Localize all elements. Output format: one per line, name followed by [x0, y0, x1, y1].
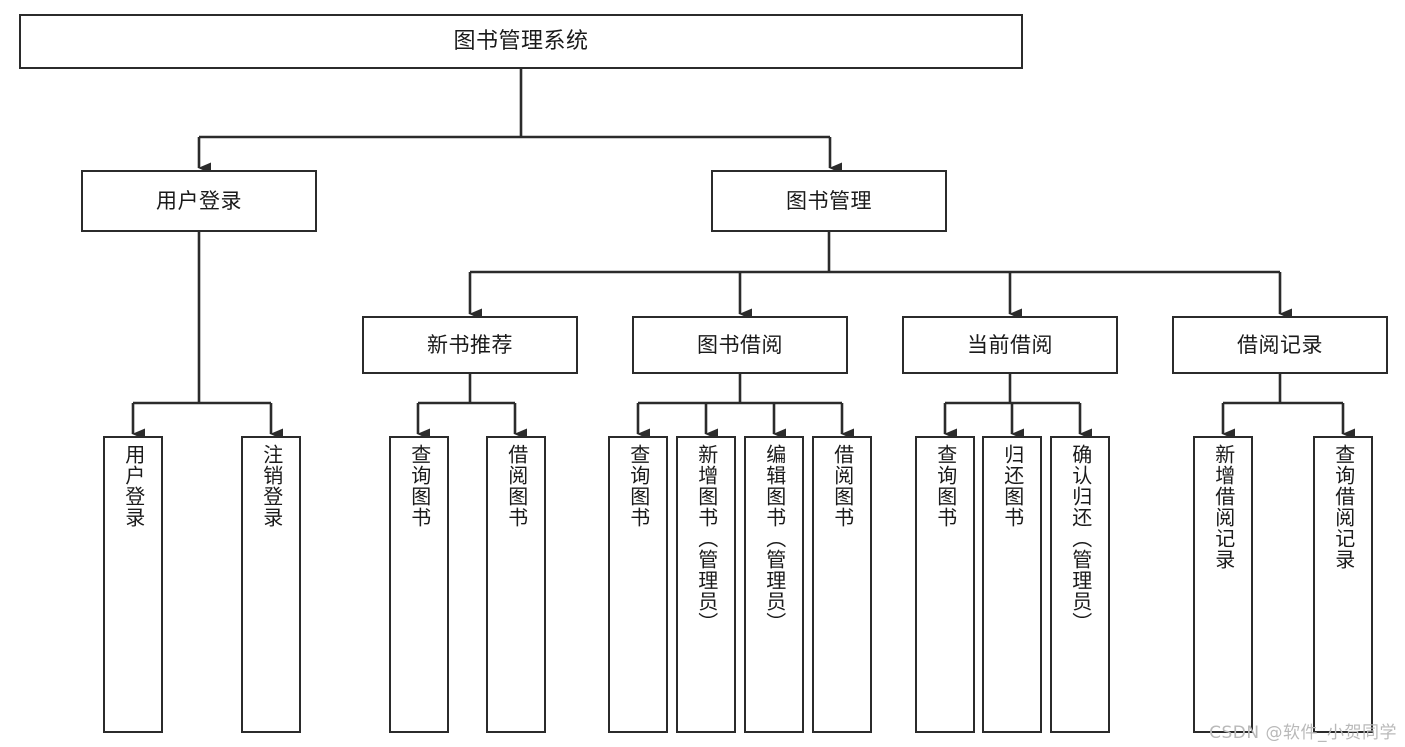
- node-book-management-label: 图书管理: [786, 188, 872, 213]
- leaf-confirm-return-admin-label: 确认归还（管理员）: [1068, 444, 1093, 633]
- node-book-borrow[interactable]: 图书借阅: [632, 316, 848, 374]
- leaf-logout-label: 注销登录: [259, 444, 284, 528]
- leaf-add-book-admin[interactable]: 新增图书（管理员）: [676, 436, 736, 733]
- leaf-logout[interactable]: 注销登录: [241, 436, 301, 733]
- leaf-confirm-return-admin[interactable]: 确认归还（管理员）: [1050, 436, 1110, 733]
- leaf-query-borrow-record[interactable]: 查询借阅记录: [1313, 436, 1373, 733]
- node-book-management[interactable]: 图书管理: [711, 170, 947, 232]
- leaf-add-borrow-record[interactable]: 新增借阅记录: [1193, 436, 1253, 733]
- leaf-query-borrow-record-label: 查询借阅记录: [1331, 444, 1356, 570]
- leaf-query-book-newbook-label: 查询图书: [407, 444, 432, 528]
- node-current-borrow[interactable]: 当前借阅: [902, 316, 1118, 374]
- node-new-book-recommend-label: 新书推荐: [427, 332, 513, 357]
- leaf-borrow-book-newbook[interactable]: 借阅图书: [486, 436, 546, 733]
- leaf-query-book-borrow-label: 查询图书: [626, 444, 651, 528]
- leaf-query-book-borrow[interactable]: 查询图书: [608, 436, 668, 733]
- leaf-borrow-book-label: 借阅图书: [830, 444, 855, 528]
- node-book-borrow-label: 图书借阅: [697, 332, 783, 357]
- leaf-user-login[interactable]: 用户登录: [103, 436, 163, 733]
- leaf-return-book[interactable]: 归还图书: [982, 436, 1042, 733]
- leaf-add-borrow-record-label: 新增借阅记录: [1211, 444, 1236, 570]
- leaf-edit-book-admin[interactable]: 编辑图书（管理员）: [744, 436, 804, 733]
- leaf-add-book-admin-label: 新增图书（管理员）: [694, 444, 719, 633]
- node-user-login[interactable]: 用户登录: [81, 170, 317, 232]
- leaf-query-book-newbook[interactable]: 查询图书: [389, 436, 449, 733]
- leaf-query-book-current-label: 查询图书: [933, 444, 958, 528]
- node-root[interactable]: 图书管理系统: [19, 14, 1023, 69]
- leaf-return-book-label: 归还图书: [1000, 444, 1025, 528]
- node-borrow-record-label: 借阅记录: [1237, 332, 1323, 357]
- node-current-borrow-label: 当前借阅: [967, 332, 1053, 357]
- leaf-query-book-current[interactable]: 查询图书: [915, 436, 975, 733]
- node-user-login-label: 用户登录: [156, 188, 242, 213]
- node-new-book-recommend[interactable]: 新书推荐: [362, 316, 578, 374]
- leaf-borrow-book-newbook-label: 借阅图书: [504, 444, 529, 528]
- node-root-label: 图书管理系统: [453, 28, 589, 54]
- watermark: CSDN @软件_小贺同学: [1209, 723, 1397, 743]
- leaf-user-login-label: 用户登录: [121, 444, 146, 528]
- leaf-borrow-book[interactable]: 借阅图书: [812, 436, 872, 733]
- leaf-edit-book-admin-label: 编辑图书（管理员）: [762, 444, 787, 633]
- node-borrow-record[interactable]: 借阅记录: [1172, 316, 1388, 374]
